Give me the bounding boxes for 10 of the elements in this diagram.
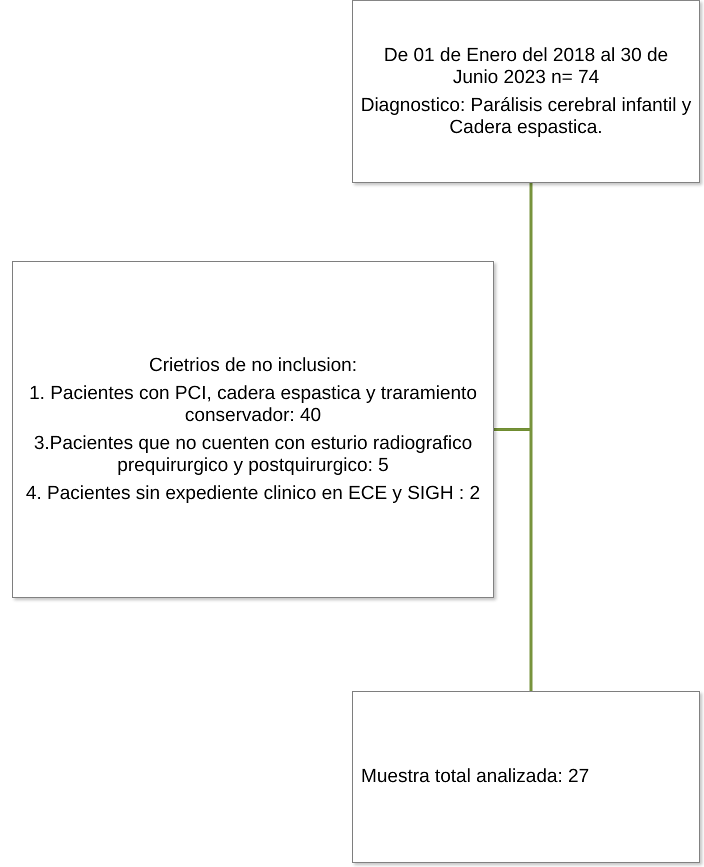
box-text: Muestra total analizada: 27 xyxy=(361,766,590,788)
process-box xyxy=(352,0,700,183)
box-text: 4. Pacientes sin expediente clinico en ECE y SIGH : 2 xyxy=(26,482,480,504)
box-text: 1. Pacientes con PCI, cadera espastica y traramiento conservador: 40 xyxy=(28,382,478,426)
process-box xyxy=(12,261,494,598)
process-box xyxy=(352,691,700,863)
box-text: De 01 de Enero del 2018 al 30 de Junio 2023 n= 74 xyxy=(382,44,670,88)
box-text: 3.Pacientes que no cuenten con esturio radiografico prequirurgico y postquirurgico: 5 xyxy=(32,432,474,476)
box-text: Crietrios de no inclusion: xyxy=(148,354,358,376)
box-text: Diagnostico: Parálisis cerebral infantil y Cadera espastica. xyxy=(360,94,692,138)
